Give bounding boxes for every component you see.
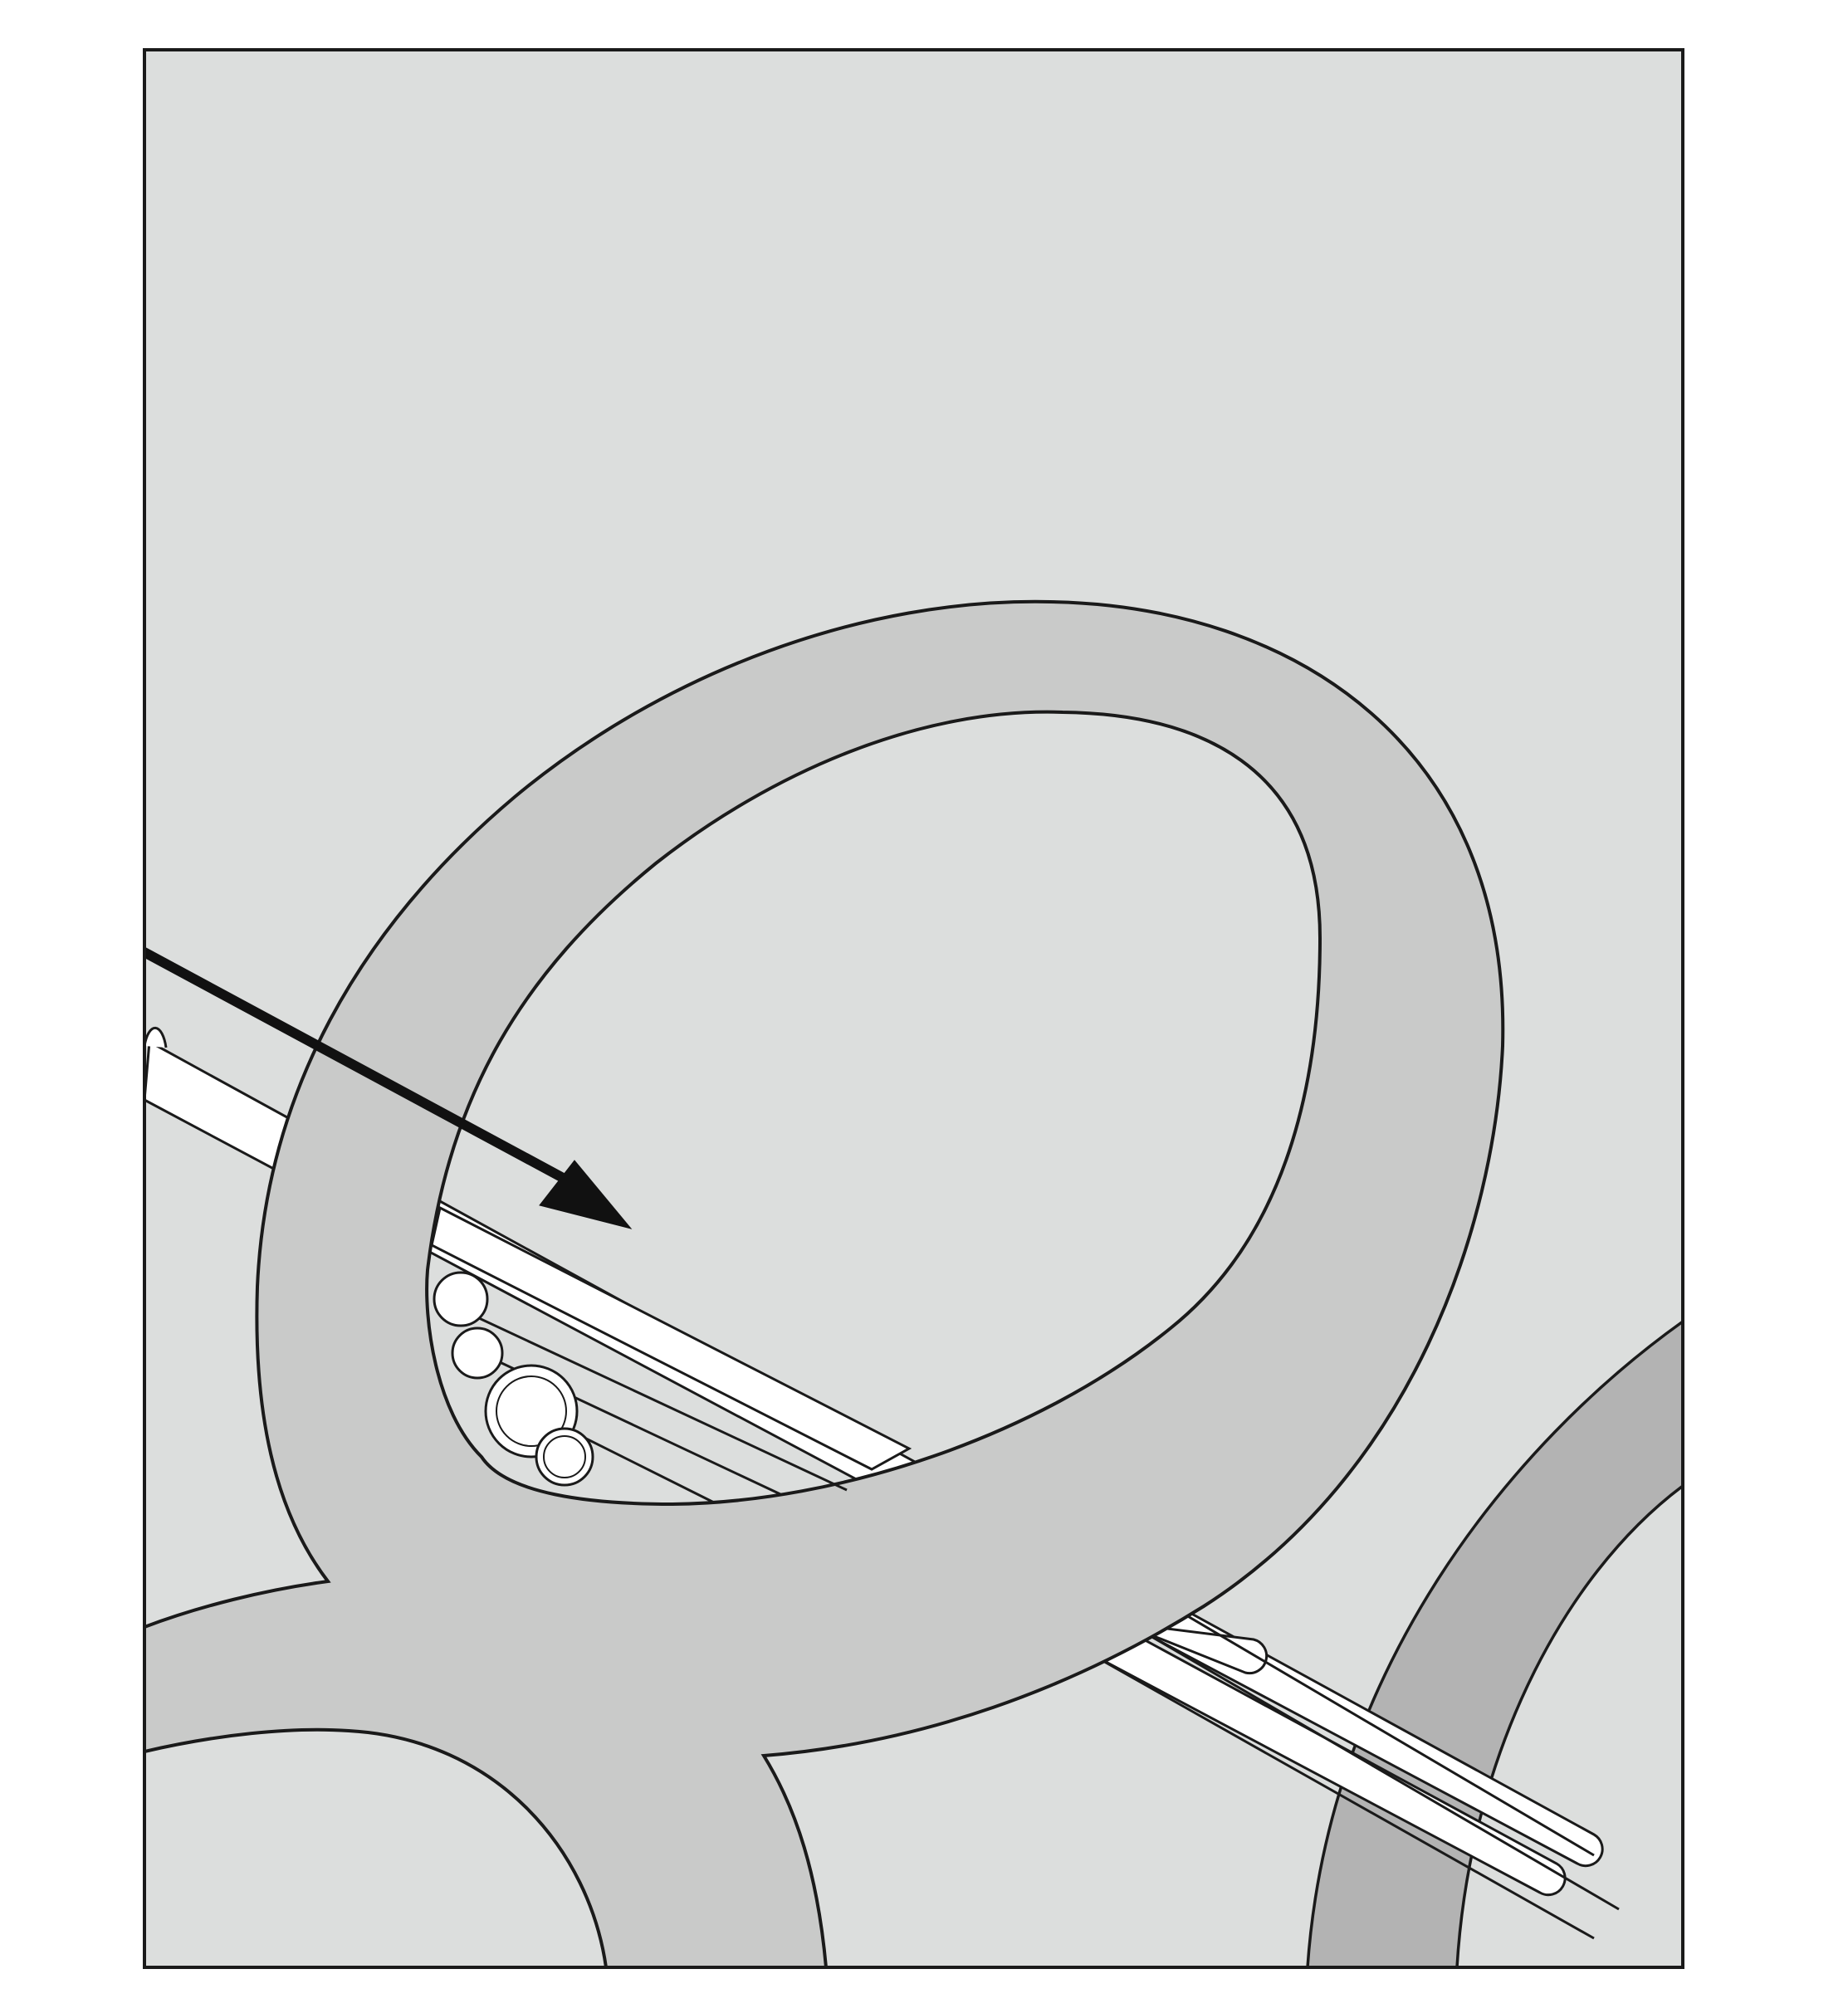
tube-end-4-inner xyxy=(544,1436,585,1478)
tube-end-1 xyxy=(434,1273,487,1326)
tube-end-2 xyxy=(452,1328,502,1378)
